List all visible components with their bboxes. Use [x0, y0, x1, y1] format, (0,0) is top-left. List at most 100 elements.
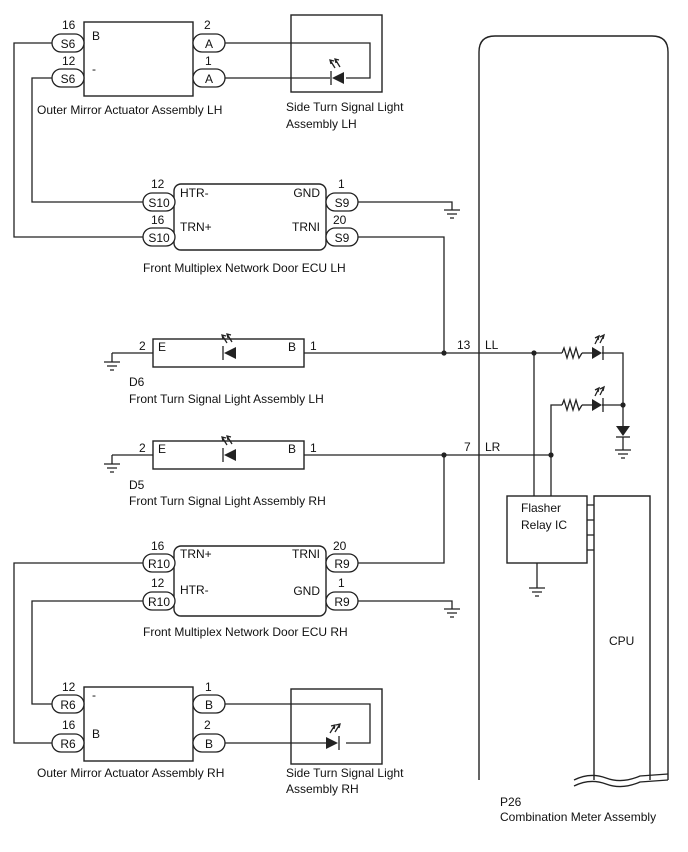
connector-label: A [205, 37, 213, 51]
pin-number: 20 [333, 539, 347, 553]
flasher-label: Relay IC [521, 518, 567, 532]
connector-r6-bottom [51, 733, 85, 753]
component-name: Outer Mirror Actuator Assembly LH [37, 103, 222, 117]
pin-number: 2 [204, 18, 211, 32]
connector-s9-bottom [325, 227, 359, 247]
connector-label: S10 [148, 231, 170, 245]
flasher-label: Flasher [521, 501, 561, 515]
connector-s9-top [325, 192, 359, 212]
terminal-label: LR [485, 440, 501, 454]
pin-number: 2 [139, 339, 146, 353]
terminal-label: TRNI [292, 547, 320, 561]
terminal-label: - [92, 688, 96, 702]
component-name: Outer Mirror Actuator Assembly RH [37, 766, 224, 780]
terminal-label: TRN+ [180, 220, 212, 234]
terminal-label: GND [293, 186, 320, 200]
component-name: Front Turn Signal Light Assembly LH [129, 392, 324, 406]
pin-number: 1 [338, 576, 345, 590]
outer-mirror-actuator-lh: 16 S6 B 12 S6 - 2 A 1 A Outer Mirror Act… [37, 18, 226, 117]
led-icon [221, 435, 236, 462]
connector-r10-bottom [142, 591, 176, 611]
pin-number: 16 [151, 539, 165, 553]
component-name: Front Multiplex Network Door ECU LH [143, 261, 346, 275]
connector-label: S9 [335, 231, 350, 245]
pin-number: 12 [151, 576, 165, 590]
connector-label: S9 [335, 196, 350, 210]
component-name: Assembly RH [286, 782, 359, 796]
led-icon [592, 385, 605, 412]
side-turn-signal-rh: Side Turn Signal Light Assembly RH [286, 688, 404, 796]
pin-number: 12 [151, 177, 165, 191]
connector-r10-top [142, 553, 176, 573]
connector-s10-bottom [142, 227, 176, 247]
pin-number: 13 [457, 338, 471, 352]
connector-b-top [192, 694, 226, 714]
component-name: Combination Meter Assembly [500, 810, 656, 824]
terminal-label: E [158, 442, 166, 456]
pin-number: 16 [62, 18, 76, 32]
pin-number: 16 [151, 213, 165, 227]
cpu-label: CPU [609, 634, 634, 648]
component-name: Assembly LH [286, 117, 357, 131]
terminal-label: B [288, 442, 296, 456]
connector-s6-top [51, 33, 85, 53]
pin-number: 1 [205, 54, 212, 68]
terminal-label: GND [293, 584, 320, 598]
side-turn-signal-lh: Side Turn Signal Light Assembly LH [286, 14, 404, 131]
connector-label: B [205, 737, 213, 751]
door-ecu-lh: 12 S10 HTR- 16 S10 TRN+ 1 S9 GND 20 S9 T… [142, 177, 359, 275]
connector-label: S10 [148, 196, 170, 210]
led-icon [329, 58, 344, 85]
connector-label: S6 [61, 37, 76, 51]
pin-number: 16 [62, 718, 76, 732]
terminal-label: LL [485, 338, 499, 352]
pin-number: 12 [62, 680, 76, 694]
pin-number: 12 [62, 54, 76, 68]
front-turn-signal-rh: 2 E B 1 D5 Front Turn Signal Light Assem… [129, 435, 326, 508]
resistor-icon [561, 345, 583, 361]
connector-a-bottom [192, 68, 226, 88]
component-name: Side Turn Signal Light [286, 766, 404, 780]
terminal-label: - [92, 62, 96, 76]
component-code: D6 [129, 375, 145, 389]
connector-r6-top [51, 694, 85, 714]
pin-number: 2 [139, 441, 146, 455]
connector-label: S6 [61, 72, 76, 86]
outer-mirror-actuator-rh: 12 R6 - 16 R6 B 1 B 2 B Outer Mirror Act… [37, 680, 226, 780]
led-icon [592, 333, 605, 360]
combination-meter-internals: 13 LL 7 LR Flasher Relay IC [457, 333, 656, 824]
ground-icon [104, 209, 631, 618]
pin-number: 1 [338, 177, 345, 191]
connector-s10-top [142, 192, 176, 212]
terminal-label: B [92, 727, 100, 741]
connector-s6-bottom [51, 68, 85, 88]
component-name: Front Turn Signal Light Assembly RH [129, 494, 326, 508]
led-icon [326, 723, 341, 750]
diode-icon [616, 426, 630, 438]
terminal-label: HTR- [180, 186, 209, 200]
terminal-label: TRN+ [180, 547, 212, 561]
terminal-label: B [92, 29, 100, 43]
terminal-label: TRNI [292, 220, 320, 234]
door-ecu-rh: 16 R10 TRN+ 12 R10 HTR- 20 R9 TRNI 1 R9 … [142, 539, 359, 639]
connector-label: R10 [148, 557, 170, 571]
connector-b-bottom [192, 733, 226, 753]
terminal-label: B [288, 340, 296, 354]
connector-label: R10 [148, 595, 170, 609]
connector-label: B [205, 698, 213, 712]
pin-number: 20 [333, 213, 347, 227]
combination-meter-outline [478, 35, 669, 788]
pin-number: 2 [204, 718, 211, 732]
pin-number: 1 [310, 441, 317, 455]
pin-number: 1 [310, 339, 317, 353]
terminal-label: E [158, 340, 166, 354]
connector-label: R9 [334, 595, 350, 609]
junctions [441, 350, 626, 458]
connector-r9-top [325, 553, 359, 573]
pin-number: 1 [205, 680, 212, 694]
component-name: Front Multiplex Network Door ECU RH [143, 625, 348, 639]
wires [13, 42, 624, 744]
led-icon [221, 333, 236, 360]
component-code: P26 [500, 795, 522, 809]
